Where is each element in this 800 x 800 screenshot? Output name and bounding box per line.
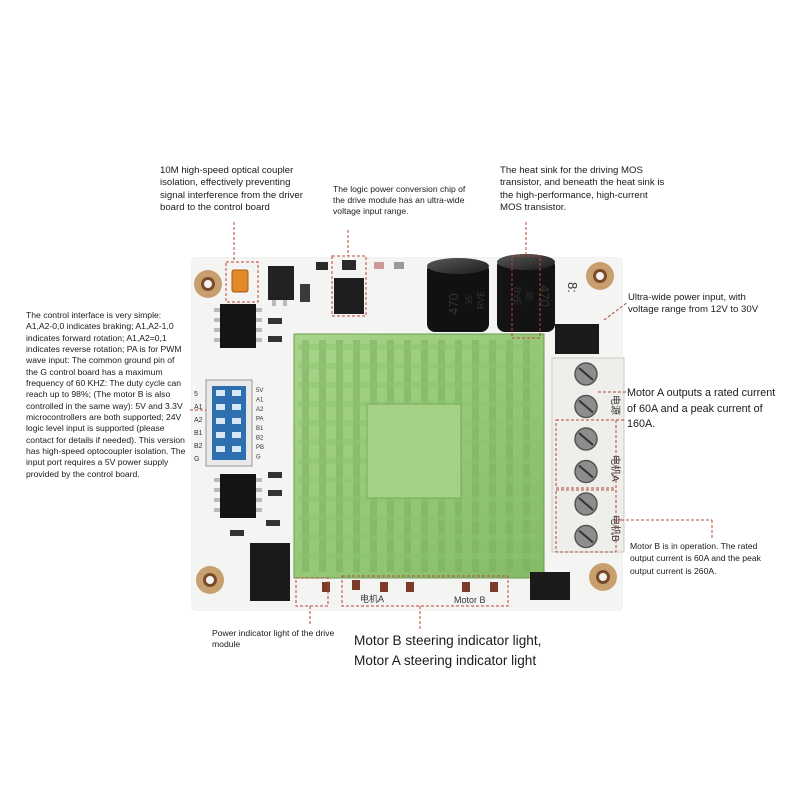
control-header[interactable] bbox=[205, 379, 253, 467]
capacitor-2-series: RVE bbox=[512, 287, 522, 305]
terminal-label-motor-b: 电机B bbox=[609, 515, 622, 542]
voltage-regulator-chip bbox=[268, 266, 294, 300]
header-pin-label: B2 bbox=[256, 436, 264, 442]
capacitor-1-series: RVE bbox=[476, 291, 486, 309]
header-label: B1 bbox=[194, 430, 203, 437]
header-pin-label: PA bbox=[256, 417, 264, 423]
motor-a-callout: Motor A outputs a rated current of 60A a… bbox=[627, 387, 776, 431]
power-mosfet bbox=[250, 543, 290, 601]
capacitor-2-voltage: 35 bbox=[524, 291, 534, 301]
control-interface-callout: The control interface is very simple: A1… bbox=[26, 310, 186, 479]
logic-chip-highlight bbox=[331, 255, 367, 317]
header-pin-label: PB bbox=[256, 445, 264, 451]
header-label: 5 bbox=[194, 391, 198, 398]
power-indicator-callout: Power indicator light of the drive modul… bbox=[212, 628, 335, 649]
motor-a-silkscreen: 电机A bbox=[360, 593, 384, 604]
header-label: A1 bbox=[194, 404, 203, 411]
header-label: A2 bbox=[194, 417, 203, 424]
power-mosfet bbox=[555, 324, 599, 354]
header-pin-label: B1 bbox=[256, 426, 264, 432]
steering-a-callout: Motor A steering indicator light bbox=[354, 653, 537, 668]
header-pin-label: G bbox=[256, 455, 261, 461]
optocoupler-chip bbox=[220, 474, 256, 518]
logic-power-callout: The logic power conversion chip of the d… bbox=[333, 184, 466, 216]
mounting-hole bbox=[196, 566, 224, 594]
power-led-highlight bbox=[295, 577, 329, 607]
power-mosfet bbox=[530, 572, 570, 600]
mounting-hole bbox=[589, 563, 617, 591]
logic-power-chip bbox=[334, 278, 364, 314]
header-pin-label: 5V bbox=[256, 388, 263, 394]
header-label: G bbox=[194, 456, 199, 463]
capacitor-1-value: 470 bbox=[446, 293, 461, 315]
motor-b-callout: Motor B is in operation. The rated outpu… bbox=[630, 541, 761, 576]
motor-b-highlight bbox=[555, 489, 617, 553]
motor-b-silkscreen: Motor B bbox=[454, 595, 486, 605]
optocoupler-chip bbox=[220, 304, 256, 348]
header-pin-label: A1 bbox=[256, 398, 264, 404]
header-label: B2 bbox=[194, 443, 203, 450]
terminal-label-motor-a: 电机A bbox=[609, 455, 622, 482]
power-input-callout: Ultra-wide power input, with voltage ran… bbox=[628, 292, 759, 316]
steering-led-highlight bbox=[341, 575, 509, 607]
corner-silkscreen-label: 8: bbox=[565, 282, 580, 293]
heat-sink bbox=[293, 333, 545, 579]
optocoupler-callout: 10M high-speed optical coupler isolation… bbox=[160, 165, 303, 213]
capacitor-2: 470 35 RVE bbox=[497, 254, 555, 332]
header-pin-label: A2 bbox=[256, 407, 264, 413]
heat-sink-callout: The heat sink for the driving MOS transi… bbox=[500, 165, 665, 213]
capacitor-1-voltage: 35 bbox=[464, 295, 474, 305]
mounting-hole bbox=[194, 270, 222, 298]
motor-a-highlight bbox=[555, 419, 617, 489]
power-terminal-block[interactable] bbox=[551, 357, 625, 553]
capacitor-2-value: 470 bbox=[537, 285, 552, 307]
optocoupler-highlight bbox=[225, 261, 259, 303]
orange-capacitor bbox=[231, 269, 249, 293]
steering-b-callout: Motor B steering indicator light, bbox=[354, 633, 542, 648]
capacitor-1: 470 35 RVE bbox=[427, 258, 489, 332]
terminal-label-power: 电源 bbox=[609, 395, 622, 415]
mounting-hole bbox=[586, 262, 614, 290]
